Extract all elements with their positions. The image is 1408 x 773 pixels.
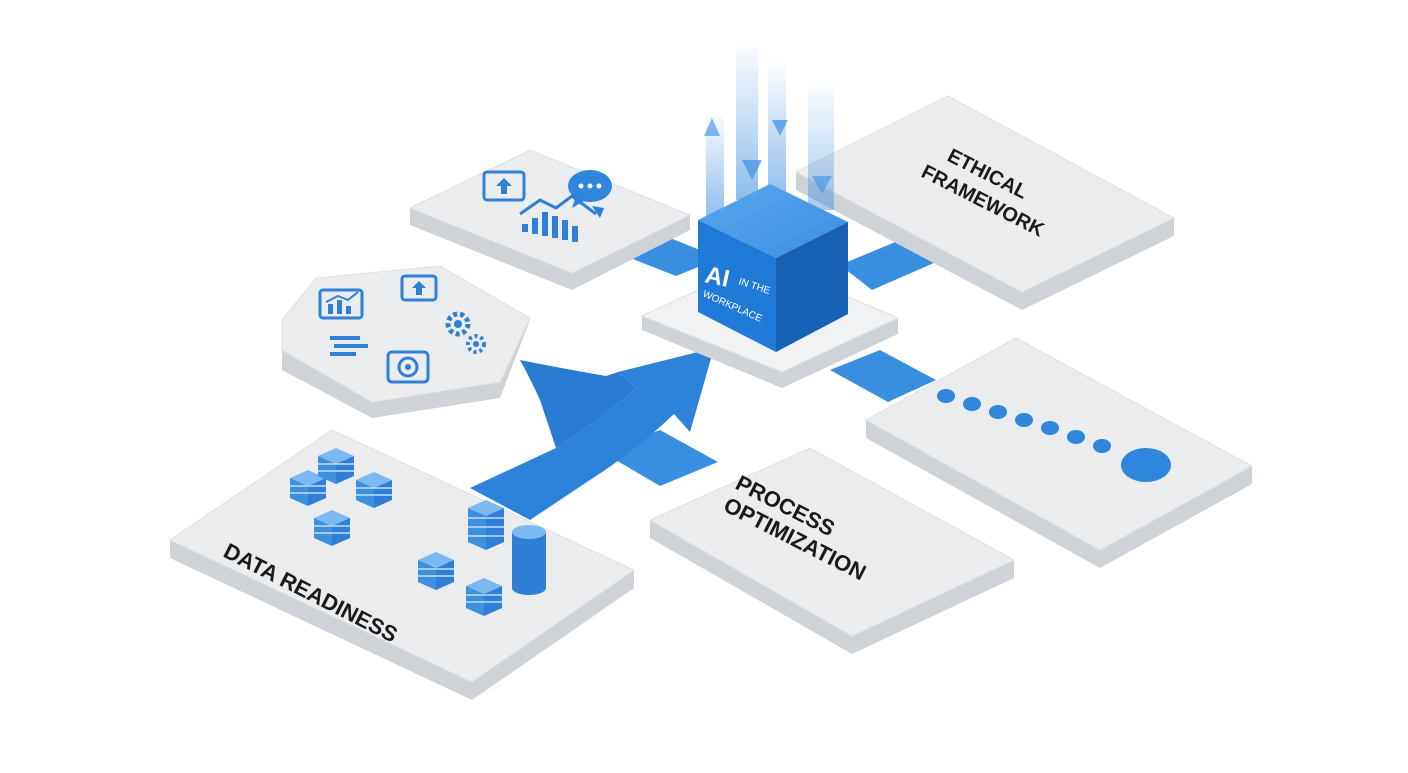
connector-right — [830, 350, 936, 402]
bar-chart-icon — [318, 288, 364, 320]
panel-ethical-framework: ETHICAL FRAMEWORK — [794, 95, 1176, 310]
lines-icon — [330, 336, 368, 356]
disc-icon — [386, 350, 430, 384]
panel-progress — [864, 337, 1254, 568]
database-cylinder-icon — [512, 525, 546, 595]
data-block-icon — [290, 448, 504, 616]
cube-label-ai: AI — [703, 261, 732, 292]
panel-analytics — [281, 265, 531, 418]
gears-icon — [445, 311, 486, 354]
rising-chart-icon — [519, 194, 604, 242]
ai-cube: AI IN THE WORKPLACE — [698, 184, 848, 352]
panel-process-optimization: PROCESS OPTIMIZATION — [648, 447, 1016, 654]
upload-icon — [400, 274, 438, 302]
upload-icon — [482, 170, 526, 202]
light-beams — [704, 40, 834, 220]
flow-arrow — [470, 348, 714, 520]
panel-insights — [408, 149, 692, 290]
progress-dots-icon — [937, 389, 1171, 482]
